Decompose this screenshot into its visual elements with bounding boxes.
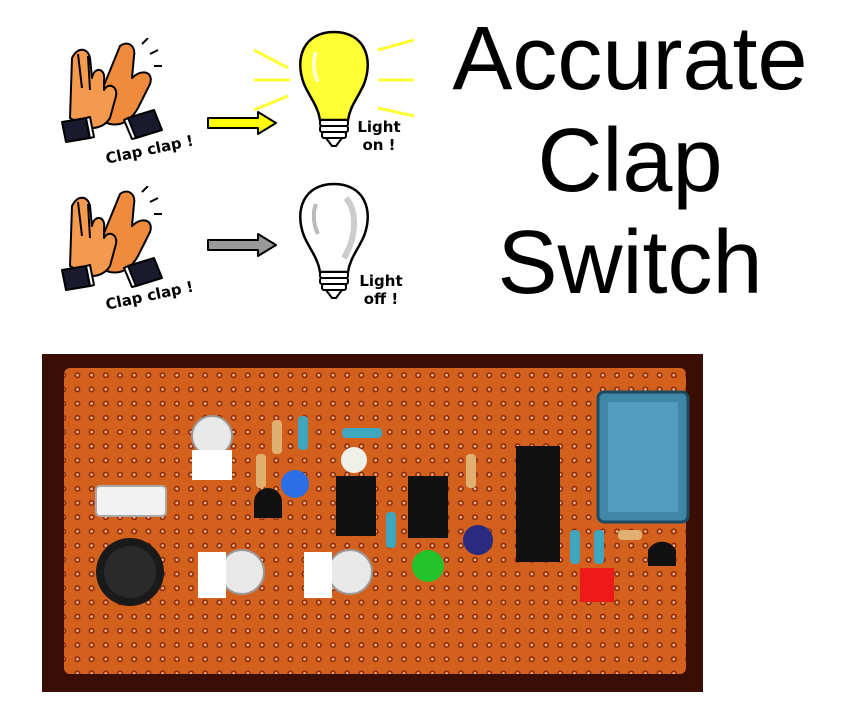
title-line-1: Accurate <box>452 9 808 109</box>
light-on-line2: on ! <box>362 136 396 154</box>
light-on-line1: Light <box>357 118 401 136</box>
page-title: Accurate Clap Switch <box>420 8 840 314</box>
arrow-right-yellow-icon <box>207 111 277 135</box>
light-off-line1: Light <box>359 272 403 290</box>
light-on-label: Light on ! <box>350 118 408 154</box>
lightbulb-off-icon <box>299 182 369 299</box>
light-off-label: Light off ! <box>350 272 412 308</box>
title-line-3: Switch <box>497 213 763 313</box>
lightbulb-on-icon <box>253 30 415 147</box>
circuit-board-image <box>64 368 690 674</box>
arrow-right-gray-icon <box>207 233 277 257</box>
clapping-hands-icon <box>61 186 163 291</box>
light-off-line2: off ! <box>363 290 399 308</box>
clapping-hands-icon <box>61 38 163 143</box>
circuit-board-photo <box>42 354 703 692</box>
title-line-2: Clap <box>537 111 723 211</box>
